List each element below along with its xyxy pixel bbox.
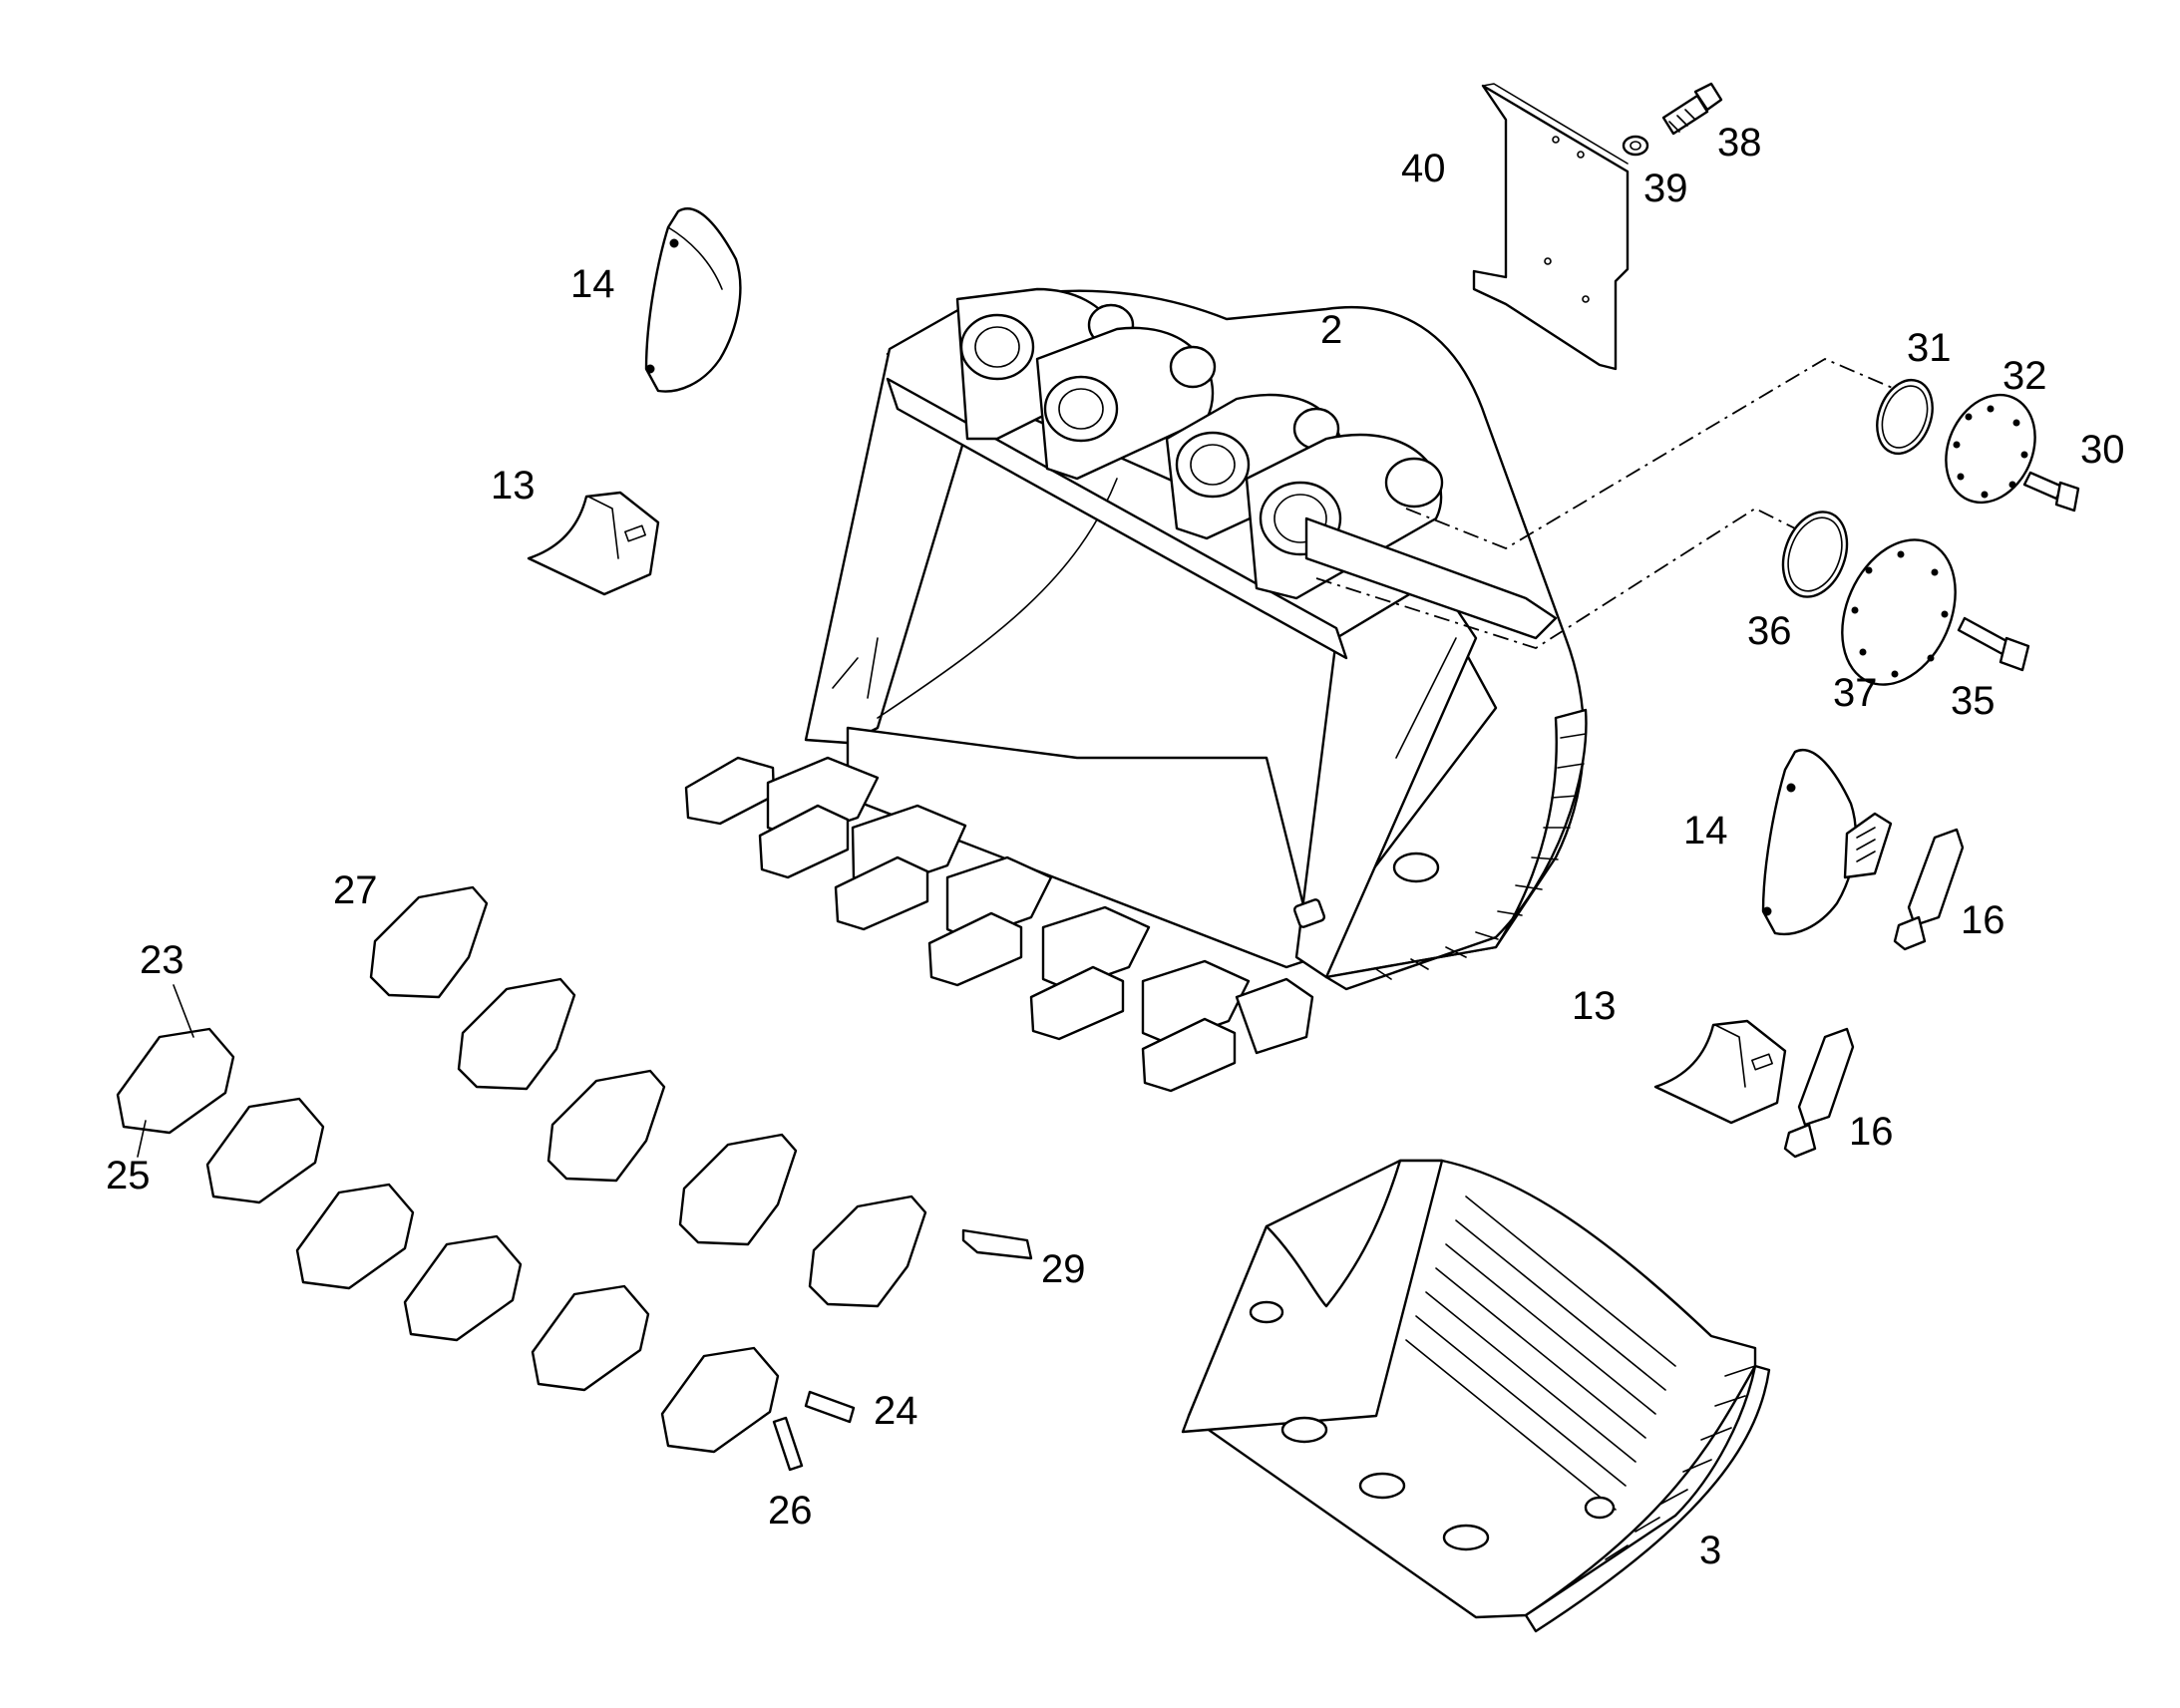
callout-24: 24: [874, 1389, 918, 1433]
cover-plate-37[interactable]: [1821, 521, 1978, 702]
side-adapter-13-lower[interactable]: [1653, 1019, 1787, 1125]
callout-39: 39: [1643, 167, 1688, 210]
callout-2: 2: [1320, 308, 1342, 352]
wear-liner-3[interactable]: [1181, 1159, 1771, 1633]
side-cutter-14-upper[interactable]: [644, 207, 742, 393]
side-adapter-13-upper[interactable]: [527, 491, 660, 596]
pin-24[interactable]: [804, 1390, 856, 1424]
callout-16-lower: 16: [1849, 1110, 1894, 1154]
bucket-body-2[interactable]: [684, 287, 1588, 1093]
lock-26[interactable]: [772, 1416, 804, 1472]
callout-35: 35: [1951, 679, 1996, 723]
callout-29: 29: [1041, 1247, 1086, 1291]
callout-13-upper: 13: [491, 464, 536, 508]
o-ring-36[interactable]: [1772, 503, 1858, 605]
callout-3: 3: [1699, 1529, 1721, 1572]
hinge-boss: [1245, 433, 1444, 600]
retainer-29[interactable]: [961, 1228, 1033, 1260]
bolt-30[interactable]: [2022, 471, 2080, 512]
washer-39[interactable]: [1622, 135, 1649, 157]
callout-25: 25: [106, 1154, 151, 1197]
bolt-38[interactable]: [1661, 82, 1723, 136]
side-cutter-14-lower[interactable]: [1761, 749, 1893, 936]
bolt-35[interactable]: [1957, 616, 2030, 672]
retainer-16-upper[interactable]: [1893, 828, 1965, 951]
callout-38: 38: [1717, 121, 1762, 165]
retainer-16-lower[interactable]: [1783, 1027, 1855, 1159]
callout-36: 36: [1747, 609, 1792, 653]
cover-plate-32[interactable]: [1930, 381, 2051, 516]
callout-23: 23: [140, 938, 184, 982]
callout-16-upper: 16: [1961, 898, 2005, 942]
callout-13-lower: 13: [1572, 984, 1617, 1028]
callout-37: 37: [1833, 671, 1878, 715]
leader-line-36: [1315, 507, 1816, 649]
wear-plate-40[interactable]: [1472, 83, 1630, 371]
o-ring-31[interactable]: [1868, 372, 1943, 461]
tooth-points-27[interactable]: [369, 885, 927, 1308]
callout-40: 40: [1401, 147, 1446, 190]
callout-31: 31: [1907, 326, 1952, 370]
callout-14-lower: 14: [1683, 809, 1728, 853]
adapters-23[interactable]: [116, 1027, 780, 1454]
callout-26: 26: [768, 1489, 813, 1533]
callout-27: 27: [333, 868, 378, 912]
leader-line-31: [1405, 357, 1896, 550]
callout-labels: 40 38 39 14 2 31 32 30 13 36 37 35 14 16…: [106, 121, 2125, 1572]
hinge-boss: [1165, 393, 1344, 540]
lip-adapters: [684, 756, 1314, 1093]
callout-leaders: [137, 984, 194, 1158]
callout-32: 32: [2002, 354, 2047, 398]
callout-14-upper: 14: [570, 262, 615, 306]
callout-30: 30: [2080, 428, 2125, 472]
